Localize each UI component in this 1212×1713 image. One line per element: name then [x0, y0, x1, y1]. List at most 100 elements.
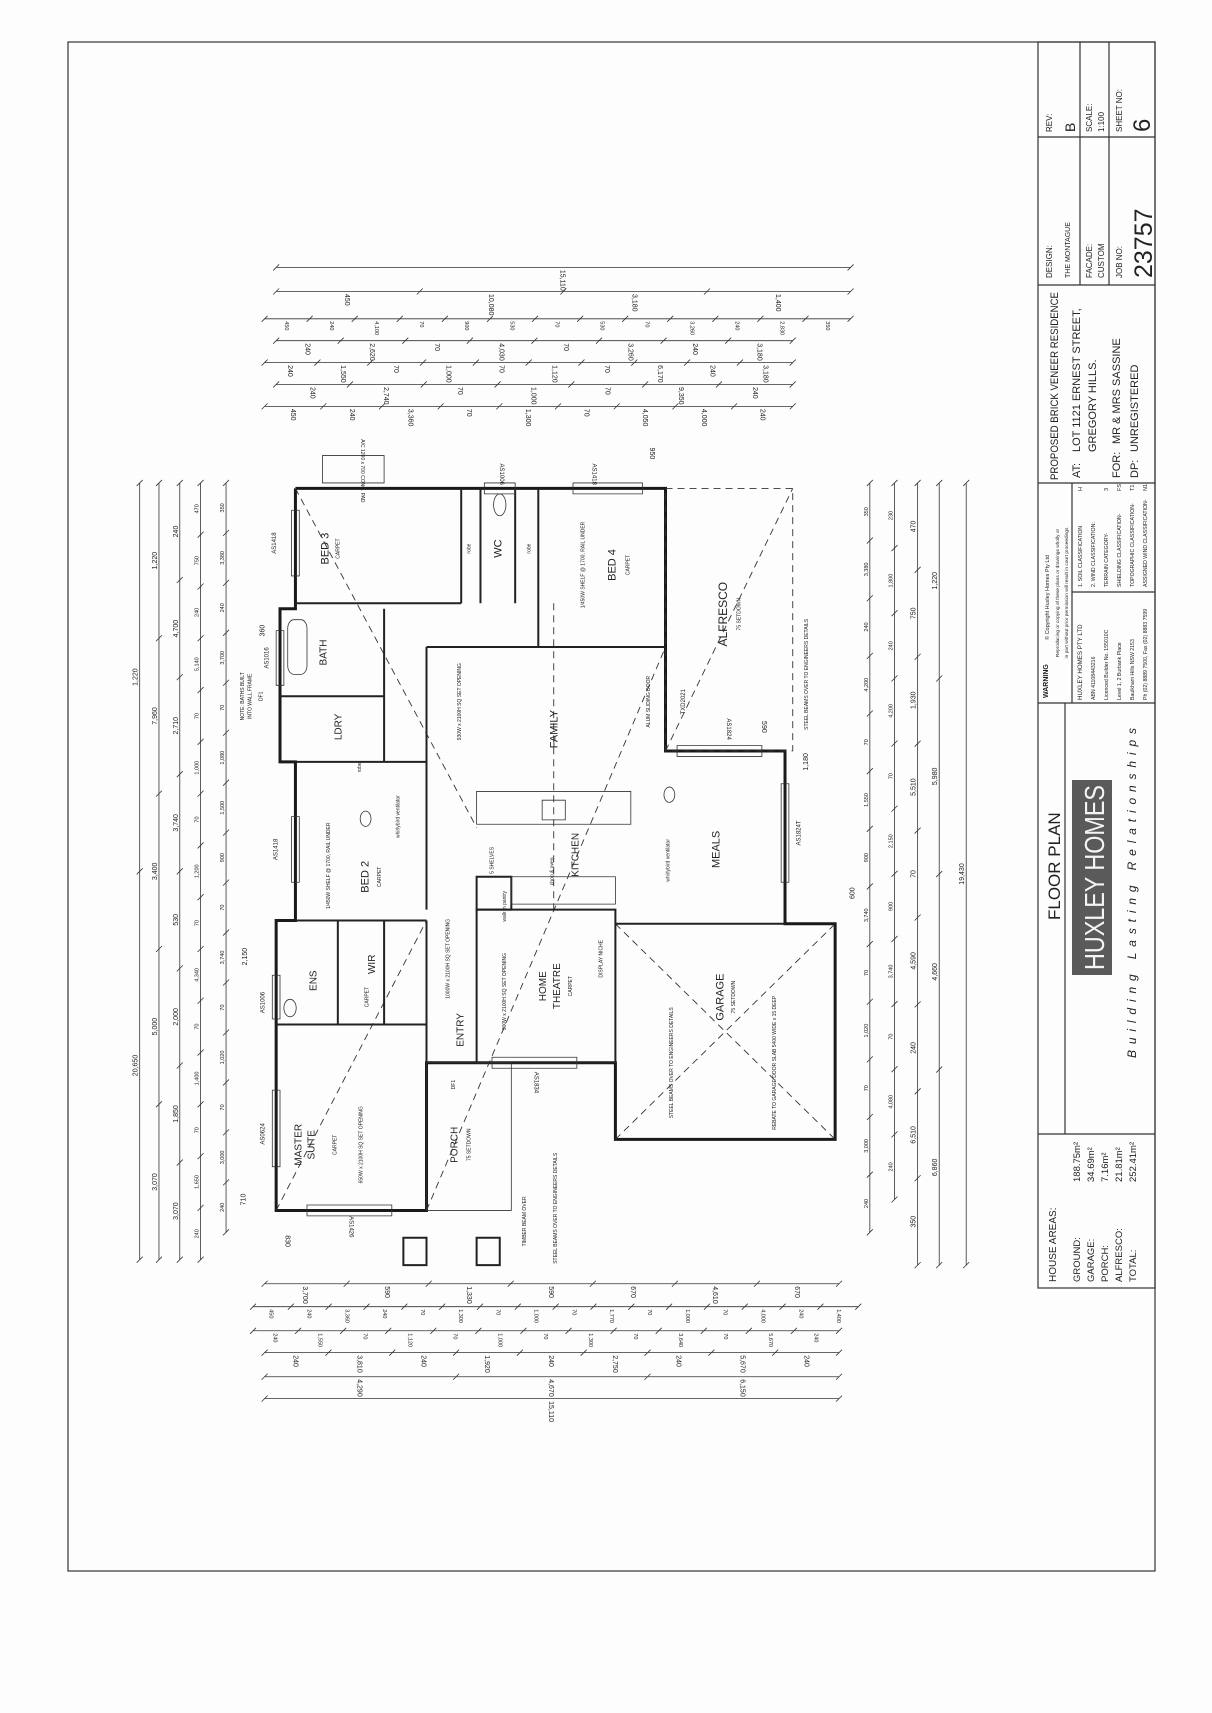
dimension-label: 70 [392, 365, 399, 373]
dimension-tick [176, 1062, 184, 1069]
dimension-label: 1,400 [195, 1072, 201, 1086]
dimension-tick [847, 264, 854, 271]
dimension-label: 6,170 [656, 365, 663, 383]
room-label-family: FAMILY [549, 709, 561, 748]
dimension-tick [197, 1204, 204, 1212]
setdown-note: 75 SETDOWN [736, 598, 742, 631]
dimension-label: 1,650 [195, 1175, 201, 1189]
dimension-label: 6,150 [739, 1379, 746, 1397]
ac-pad [322, 456, 384, 483]
dimension-tick [441, 315, 449, 323]
classification-label: TOPOGRAPHIC CLASSIFICATION- [1130, 503, 1136, 587]
dimension-label: 70 [195, 1024, 201, 1030]
dimension-tick [222, 979, 230, 986]
whirlybird-icon [664, 787, 675, 802]
dimension-label: 240 [328, 321, 334, 330]
bath-note: NOTE: BATHS BUILT [240, 672, 246, 720]
dimension-tick [753, 1280, 761, 1288]
internal-walls [276, 488, 785, 1062]
shelf-note: 1/450W SHELF @ 1700, RAIL UNDER [581, 521, 587, 608]
dimension-tick [314, 359, 321, 366]
roof-line [427, 647, 666, 1210]
dimension-tick [494, 381, 501, 388]
copyright-text: © Copyright Huxley Homes Pty Ltd [1044, 555, 1051, 640]
dimension-tick [337, 337, 345, 344]
dimension-tick [176, 479, 184, 487]
dimension-tick [866, 1056, 874, 1063]
dimension-tick [703, 288, 711, 295]
dimension-label: 5,510 [911, 778, 918, 796]
dimension-label: 1,220 [152, 552, 159, 570]
area-label: GROUND: [1072, 1237, 1083, 1282]
dimension-label: 710 [240, 1194, 247, 1206]
window-code: AS1016 [265, 647, 271, 669]
dimension-tick [935, 1261, 943, 1269]
dimension-label: 3,640 [677, 1333, 683, 1347]
door-note: ALUM SLIDING DOOR [646, 675, 652, 727]
dimension-label: 900 [864, 853, 870, 862]
kitchen-bench [511, 877, 615, 904]
dimension-label: 240 [734, 321, 740, 330]
door-code: TXD2021 [681, 688, 687, 714]
floor-finish: CARPET [332, 1135, 338, 1155]
dimension-label: 240 [911, 1042, 918, 1054]
dimension-tick [222, 929, 230, 936]
dimension-label: 1,120 [407, 1333, 413, 1347]
classification-value: T1 [1130, 485, 1136, 491]
dimension-label: 240 [889, 641, 895, 650]
dimension-tick [197, 997, 204, 1005]
dimension-label: 70 [722, 1333, 728, 1339]
dimension-tick [272, 288, 280, 295]
dimension-tick [249, 1327, 257, 1335]
dimension-tick [396, 315, 404, 323]
dimension-label: 7,960 [152, 707, 159, 725]
robe-label: robe [357, 762, 363, 772]
dimension-tick [554, 403, 562, 410]
dimension-tick [568, 381, 575, 388]
dimension-tick [420, 381, 428, 388]
title-block-frame [1037, 41, 1156, 1289]
appliance-note: chop & oven [550, 857, 556, 885]
classification-label: TERRAIN CATEGORY- [1104, 533, 1110, 587]
shelf-note: 1/450W SHELF @ 1700, RAIL UNDER [326, 822, 332, 909]
sheet-label: SHEET NO: [1115, 89, 1124, 132]
dimension-label: 1,000 [497, 1333, 503, 1347]
dimension-tick [835, 1395, 843, 1402]
dimension-label: 15,110 [559, 270, 566, 291]
dimension-tick [914, 914, 921, 921]
dimension-label: 240 [195, 1229, 201, 1238]
rev-label: REV: [1045, 114, 1054, 132]
dimension-label: 240 [286, 365, 293, 377]
dimension-label: 2,620 [368, 343, 375, 361]
classification-value: N1 [1143, 484, 1149, 491]
dimension-label: 350 [220, 503, 226, 512]
dimension-label: 70 [220, 705, 226, 711]
dimension-label: 600 [849, 887, 856, 899]
dimension-tick [866, 594, 874, 602]
dimension-label: 3,180 [756, 343, 763, 361]
dimension-tick [176, 1159, 184, 1166]
dimension-tick [866, 1229, 874, 1236]
at-label: AT: [1071, 463, 1083, 478]
dimension-tick [525, 359, 532, 366]
builder-detail-line: Baulkham Hills NSW 2153 [1130, 639, 1136, 700]
dimension-tick [325, 1303, 332, 1310]
room-label-entry: ENTRY [456, 1013, 467, 1047]
dimension-tick [261, 359, 268, 366]
dimension-tick [914, 653, 921, 661]
niche-note: DISPLAY NICHE [598, 939, 604, 977]
dimension-tick [891, 1196, 898, 1203]
dimension-tick [261, 1395, 268, 1402]
dimension-label: 450 [283, 321, 289, 330]
dimension-label: 1,550 [339, 365, 346, 383]
window-code: AS1418 [274, 838, 280, 860]
dimension-label: 1,000 [684, 1309, 690, 1323]
dimension-tick [914, 1088, 921, 1095]
dimension-tick [520, 1327, 527, 1335]
dimension-label: 670 [793, 1286, 800, 1298]
dimension-label: 6,510 [911, 1126, 918, 1144]
dimension-tick [514, 1303, 522, 1310]
